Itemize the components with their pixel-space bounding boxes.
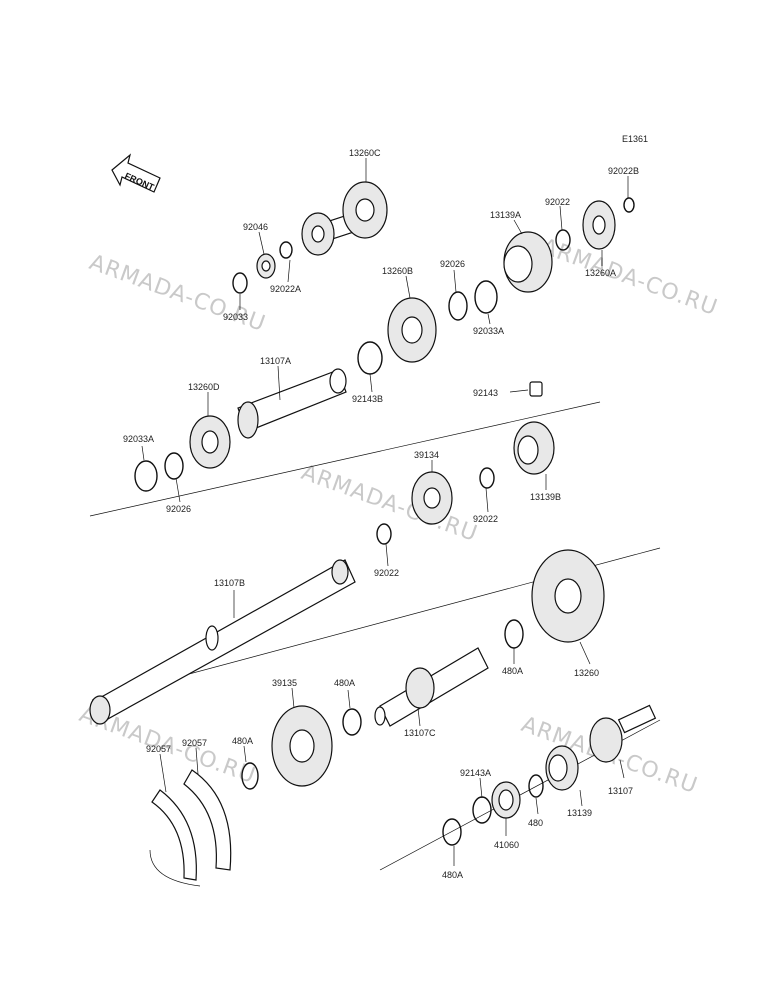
label-480A-mid: 480A bbox=[334, 678, 355, 688]
label-480A-left: 480A bbox=[232, 736, 253, 746]
label-480A-right: 480A bbox=[502, 666, 523, 676]
gear-13139A bbox=[503, 231, 553, 293]
washer-92022-top bbox=[555, 229, 571, 251]
washer-92022-mid bbox=[479, 467, 495, 489]
circlip-480A-left bbox=[241, 762, 259, 790]
gear-13260A bbox=[582, 200, 616, 250]
gear-13260D bbox=[189, 415, 231, 469]
shaft-13107C bbox=[374, 647, 489, 727]
bearing-41060 bbox=[491, 781, 521, 819]
gear-13260C bbox=[301, 181, 388, 256]
label-480A-bottom: 480A bbox=[442, 870, 463, 880]
label-92143: 92143 bbox=[473, 388, 498, 398]
gear-13260B bbox=[387, 297, 437, 363]
chain-92057-a bbox=[151, 789, 197, 881]
washer-92022-mid2 bbox=[376, 523, 392, 545]
label-92033A-left: 92033A bbox=[123, 434, 154, 444]
label-92143A: 92143A bbox=[460, 768, 491, 778]
circlip-92033A-left bbox=[134, 460, 158, 492]
washer-92026-left bbox=[164, 452, 184, 480]
label-92026-left: 92026 bbox=[166, 504, 191, 514]
watermark-1: ARMADA-CO.RU bbox=[86, 250, 269, 337]
label-13260C: 13260C bbox=[349, 148, 381, 158]
washer-92022B bbox=[623, 197, 635, 213]
chain-base-curve bbox=[149, 849, 201, 887]
label-92033: 92033 bbox=[223, 312, 248, 322]
label-13260A: 13260A bbox=[585, 268, 616, 278]
label-92022-top: 92022 bbox=[545, 197, 570, 207]
bushing-92143B bbox=[357, 341, 383, 375]
shaft-13107 bbox=[589, 704, 657, 763]
gear-13139 bbox=[545, 745, 579, 791]
gear-13260 bbox=[531, 549, 605, 643]
label-13107B: 13107B bbox=[214, 578, 245, 588]
label-92022-mid: 92022 bbox=[473, 514, 498, 524]
circlip-92033 bbox=[232, 272, 248, 294]
sleeve-92143 bbox=[529, 381, 543, 397]
label-92143B: 92143B bbox=[352, 394, 383, 404]
label-92057-b: 92057 bbox=[182, 738, 207, 748]
chain-92057-b bbox=[183, 769, 232, 871]
shaft-13107B bbox=[89, 559, 356, 725]
label-92046: 92046 bbox=[243, 222, 268, 232]
label-13260B: 13260B bbox=[382, 266, 413, 276]
bushing-92143A bbox=[472, 796, 492, 824]
label-13260: 13260 bbox=[574, 668, 599, 678]
label-39134: 39134 bbox=[414, 450, 439, 460]
label-92022-mid2: 92022 bbox=[374, 568, 399, 578]
label-13139: 13139 bbox=[567, 808, 592, 818]
diagram-code: E1361 bbox=[622, 134, 648, 144]
label-13139A: 13139A bbox=[490, 210, 521, 220]
circlip-92033A-top bbox=[474, 280, 498, 314]
label-13260D: 13260D bbox=[188, 382, 220, 392]
label-92057-a: 92057 bbox=[146, 744, 171, 754]
label-480: 480 bbox=[528, 818, 543, 828]
circlip-480A-mid bbox=[342, 708, 362, 736]
washer-92022A bbox=[279, 241, 293, 259]
label-41060: 41060 bbox=[494, 840, 519, 850]
gear-39134 bbox=[411, 471, 453, 525]
front-arrow-icon: FRONT bbox=[111, 153, 161, 193]
axis-line-top bbox=[89, 401, 601, 517]
needle-bearing-92046 bbox=[256, 253, 276, 279]
circlip-480A-right bbox=[504, 619, 524, 649]
gear-39135 bbox=[271, 705, 333, 787]
label-13107A: 13107A bbox=[260, 356, 291, 366]
label-92022B: 92022B bbox=[608, 166, 639, 176]
circlip-480 bbox=[528, 774, 544, 798]
watermark-3: ARMADA-CO.RU bbox=[298, 460, 481, 547]
label-39135: 39135 bbox=[272, 678, 297, 688]
label-92026-top: 92026 bbox=[440, 259, 465, 269]
label-92022A: 92022A bbox=[270, 284, 301, 294]
circlip-480A-bottom bbox=[442, 818, 462, 846]
shaft-13107A bbox=[237, 368, 347, 439]
watermark-2: ARMADA-CO.RU bbox=[538, 234, 721, 321]
label-13107: 13107 bbox=[608, 786, 633, 796]
label-13107C: 13107C bbox=[404, 728, 436, 738]
leader-lines bbox=[141, 158, 629, 866]
gear-13139B bbox=[513, 421, 555, 475]
washer-92026-top bbox=[448, 291, 468, 321]
label-92033A-top: 92033A bbox=[473, 326, 504, 336]
label-13139B: 13139B bbox=[530, 492, 561, 502]
